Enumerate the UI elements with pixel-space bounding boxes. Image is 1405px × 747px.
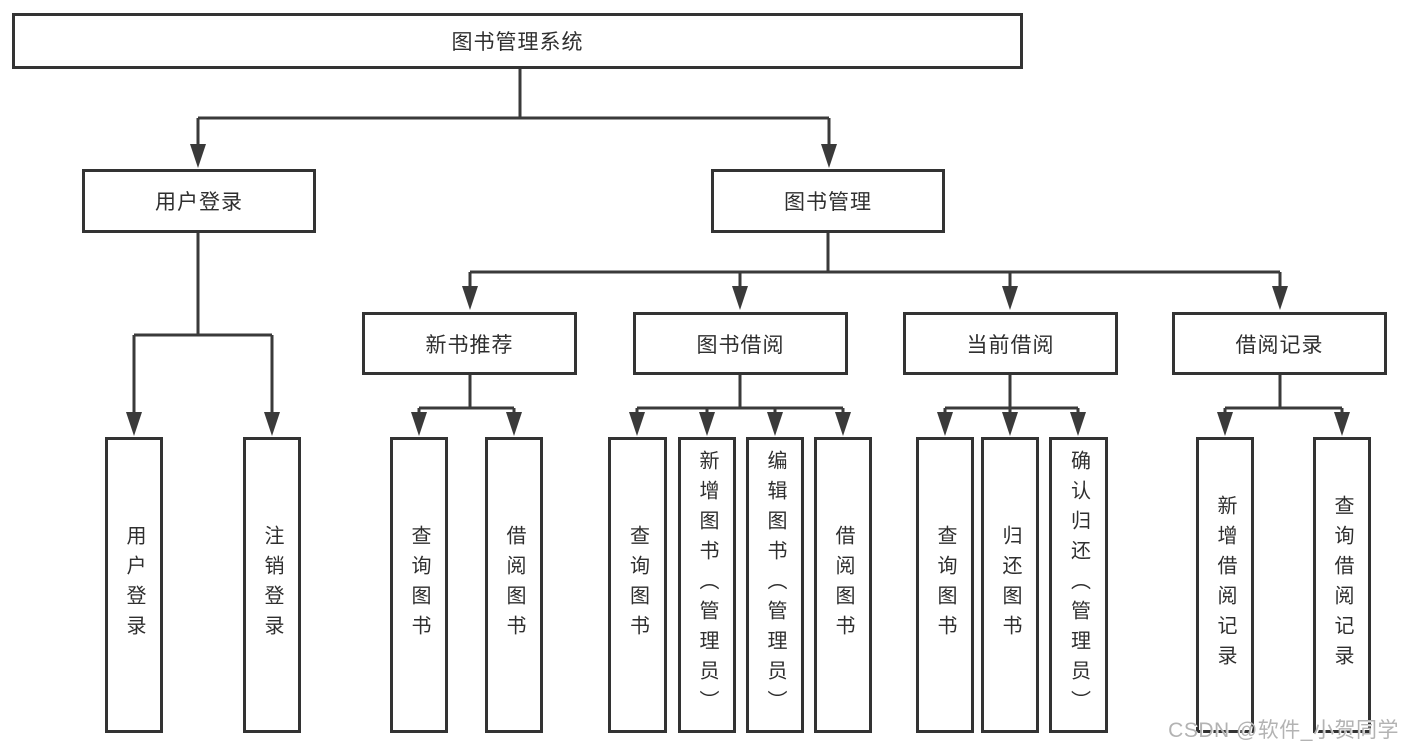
arrowhead [1334, 412, 1350, 436]
node-book-borrowing: 图书借阅 [633, 312, 848, 375]
leaf-logout: 注销登录 [243, 437, 301, 733]
leaf-current-confirm-return: 确认归还（管理员） [1049, 437, 1108, 733]
node-new-book-recommend-label: 新书推荐 [425, 333, 514, 357]
node-borrowing-records: 借阅记录 [1172, 312, 1387, 375]
leaf-recommend-query-book-label: 查询图书 [408, 525, 430, 645]
node-new-book-recommend: 新书推荐 [362, 312, 577, 375]
leaf-current-return-book-label: 归还图书 [999, 525, 1021, 645]
arrowhead [1070, 412, 1086, 436]
leaf-recommend-borrow-book: 借阅图书 [485, 437, 543, 733]
node-book-borrowing-label: 图书借阅 [696, 333, 785, 357]
arrowhead [821, 144, 837, 168]
leaf-borrowing-add-book-label: 新增图书（管理员） [696, 450, 718, 720]
node-book-management-label: 图书管理 [784, 191, 872, 214]
leaf-borrowing-query-book: 查询图书 [608, 437, 667, 733]
leaf-borrowing-borrow-book: 借阅图书 [814, 437, 872, 733]
arrowhead [462, 286, 478, 310]
leaf-recommend-borrow-book-label: 借阅图书 [503, 525, 525, 645]
leaf-borrowing-edit-book: 编辑图书（管理员） [746, 437, 804, 733]
connector-new-book-recommend [417, 375, 516, 414]
arrowhead [1002, 412, 1018, 436]
arrowhead [126, 412, 142, 436]
node-borrowing-records-label: 借阅记录 [1235, 333, 1324, 357]
arrowhead [1002, 286, 1018, 310]
connector-book-borrowing [635, 375, 845, 414]
connector-book-management [468, 233, 1282, 288]
leaf-current-query-book-label: 查询图书 [934, 525, 956, 645]
leaf-user-login: 用户登录 [105, 437, 163, 733]
node-current-borrowing-label: 当前借阅 [966, 333, 1055, 357]
node-user-login: 用户登录 [82, 169, 316, 233]
leaf-borrowing-borrow-book-label: 借阅图书 [832, 525, 854, 645]
node-book-management: 图书管理 [711, 169, 945, 233]
arrowhead [264, 412, 280, 436]
leaf-current-confirm-return-label: 确认归还（管理员） [1067, 450, 1090, 720]
leaf-borrowing-add-book: 新增图书（管理员） [678, 437, 736, 733]
leaf-borrowing-edit-book-label: 编辑图书（管理员） [764, 450, 786, 720]
leaf-borrowing-query-book-label: 查询图书 [626, 525, 649, 645]
leaf-records-query-record: 查询借阅记录 [1313, 437, 1371, 733]
leaf-current-query-book: 查询图书 [916, 437, 974, 733]
connector-user-login [132, 233, 274, 414]
arrowhead [629, 412, 645, 436]
leaf-recommend-query-book: 查询图书 [390, 437, 448, 733]
leaf-current-return-book: 归还图书 [981, 437, 1039, 733]
leaf-records-add-record-label: 新增借阅记录 [1214, 495, 1236, 675]
arrowhead [1217, 412, 1233, 436]
arrowhead [411, 412, 427, 436]
leaf-records-add-record: 新增借阅记录 [1196, 437, 1254, 733]
node-current-borrowing: 当前借阅 [903, 312, 1118, 375]
arrowhead [699, 412, 715, 436]
arrowhead [1272, 286, 1288, 310]
arrowhead [767, 412, 783, 436]
connector-current-borrowing [943, 375, 1080, 414]
leaf-logout-label: 注销登录 [261, 525, 283, 645]
arrowhead [506, 412, 522, 436]
connector-borrowing-records [1223, 375, 1344, 414]
node-root: 图书管理系统 [12, 13, 1023, 69]
arrowhead [835, 412, 851, 436]
arrowhead [732, 286, 748, 310]
csdn-watermark: CSDN @软件_小贺同学 [1168, 719, 1399, 742]
arrowhead [937, 412, 953, 436]
leaf-user-login-label: 用户登录 [123, 525, 145, 645]
leaf-records-query-record-label: 查询借阅记录 [1331, 495, 1353, 675]
node-user-login-label: 用户登录 [155, 191, 243, 214]
arrowhead [190, 144, 206, 168]
connector-root [196, 68, 831, 146]
node-root-label: 图书管理系统 [451, 31, 584, 54]
